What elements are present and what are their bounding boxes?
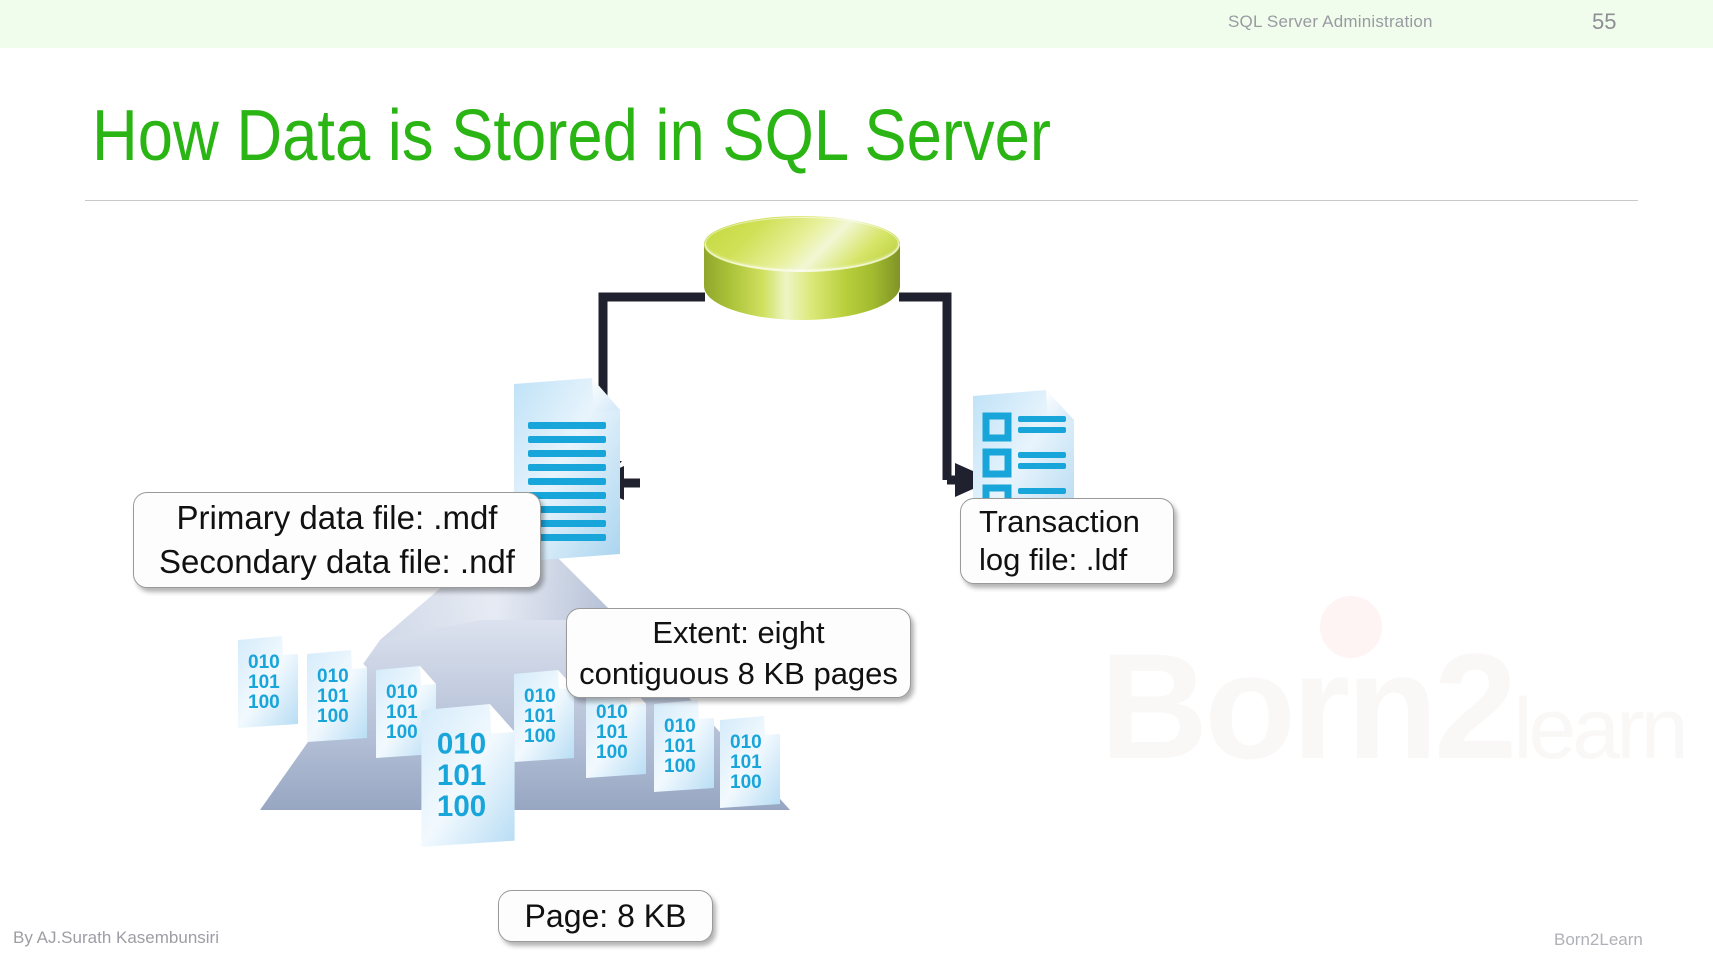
svg-text:100: 100: [248, 692, 280, 713]
svg-text:101: 101: [437, 759, 486, 792]
footer-author: By AJ.Surath Kasembunsiri: [13, 928, 219, 947]
callout-extent-line1: Extent: eight: [652, 615, 825, 650]
svg-text:100: 100: [524, 726, 556, 747]
svg-text:010: 010: [248, 652, 280, 673]
header-page-number: 55: [1592, 9, 1617, 34]
svg-text:101: 101: [248, 672, 280, 693]
page-title: How Data is Stored in SQL Server: [92, 96, 1052, 176]
svg-text:010: 010: [596, 702, 628, 723]
page-icon: 010 101 100: [586, 686, 646, 778]
svg-text:101: 101: [730, 752, 762, 773]
svg-text:101: 101: [317, 686, 349, 707]
svg-text:100: 100: [317, 706, 349, 727]
database-cylinder-icon: [704, 216, 900, 338]
svg-text:010: 010: [437, 728, 486, 761]
page-icon: 010 101 100: [421, 704, 515, 847]
cylinder-rim: [705, 217, 899, 271]
svg-text:100: 100: [386, 722, 418, 743]
svg-text:010: 010: [730, 732, 762, 753]
svg-text:010: 010: [524, 686, 556, 707]
title-divider: [85, 200, 1638, 201]
svg-text:101: 101: [386, 702, 418, 723]
svg-text:100: 100: [596, 742, 628, 763]
callout-primary-data-file: Primary data file: .mdf Secondary data f…: [133, 492, 541, 588]
svg-text:101: 101: [524, 706, 556, 727]
callout-extent-line2: contiguous 8 KB pages: [579, 656, 898, 691]
callout-page-line1: Page: 8 KB: [524, 898, 687, 934]
page-icon: 010 101 100: [307, 650, 367, 742]
svg-text:101: 101: [664, 736, 696, 757]
page-icon: 010 101 100: [238, 636, 298, 728]
watermark-born-text: Born2: [1100, 622, 1517, 790]
svg-text:101: 101: [596, 722, 628, 743]
callout-transaction-line2: log file: .ldf: [979, 542, 1128, 577]
page-icon: 010 101 100: [376, 666, 436, 758]
page-icon: 010 101 100: [720, 716, 780, 808]
watermark-learn-text: learn: [1513, 681, 1688, 777]
svg-text:010: 010: [317, 666, 349, 687]
watermark-dot-icon: [1320, 596, 1382, 658]
callout-transaction-line1: Transaction: [979, 504, 1140, 539]
page-icon: 010 101 100: [514, 670, 574, 762]
cylinder-top: [704, 216, 900, 272]
callout-primary-line1: Primary data file: .mdf: [176, 499, 498, 536]
svg-text:100: 100: [730, 772, 762, 793]
svg-text:100: 100: [437, 790, 486, 823]
footer-brand: Born2Learn: [1554, 930, 1643, 949]
callout-extent: Extent: eight contiguous 8 KB pages: [566, 608, 911, 698]
callout-transaction-log: Transaction log file: .ldf: [960, 498, 1174, 584]
header-course-title: SQL Server Administration: [1228, 12, 1433, 31]
watermark-logo: Born2learn: [1100, 620, 1689, 793]
page-icon: 010 101 100: [654, 700, 714, 792]
svg-text:010: 010: [664, 716, 696, 737]
header-band: [0, 0, 1713, 48]
callout-page: Page: 8 KB: [498, 890, 713, 942]
svg-text:010: 010: [386, 682, 418, 703]
svg-text:100: 100: [664, 756, 696, 777]
callout-primary-line2: Secondary data file: .ndf: [159, 543, 515, 580]
